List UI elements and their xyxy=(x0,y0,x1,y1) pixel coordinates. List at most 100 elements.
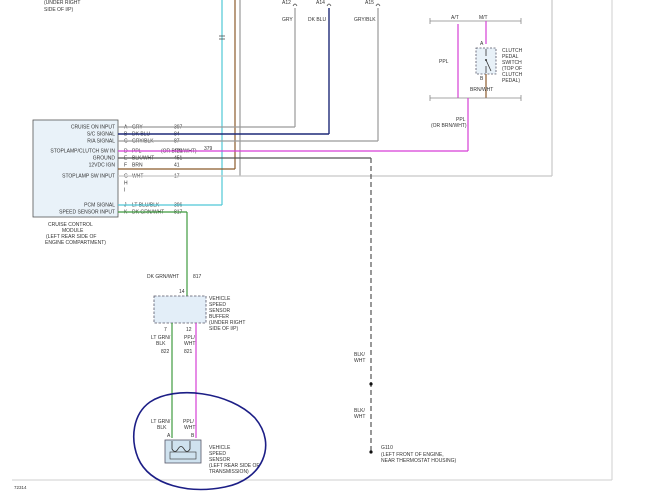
svg-text:SPEED: SPEED xyxy=(209,302,226,308)
module-pin-letter: G xyxy=(124,174,128,180)
clutch-wire-bottom-label: BRN/WHT xyxy=(470,87,493,93)
circuit-379-label: 379 xyxy=(204,146,213,152)
vss-coil-symbol xyxy=(171,441,191,452)
module-pin-name: GROUND xyxy=(93,156,116,162)
module-pin-name: CRUISE ON INPUT xyxy=(71,125,115,131)
module-pin-circuit: 87 xyxy=(174,139,180,145)
clutch-mt-label: M/T xyxy=(479,15,488,21)
svg-text:TRANSMISSION): TRANSMISSION) xyxy=(209,469,249,475)
ground-location-2: NEAR THERMOSTAT HOUSING) xyxy=(381,458,457,464)
vss-wire-b-2: WHT xyxy=(184,425,195,431)
svg-text:CLUTCH: CLUTCH xyxy=(502,48,523,54)
module-pin-wire-color: GRY/BLK xyxy=(132,139,154,145)
header-note-line1: (UNDER RIGHT xyxy=(44,0,80,6)
buffer-input-color: DK GRN/WHT xyxy=(147,274,179,280)
module-pin-name: 12VDC IGN xyxy=(89,163,116,169)
wire-dk-blu-label: DK BLU xyxy=(308,17,326,23)
clutch-at-label: A/T xyxy=(451,15,459,21)
ground-wire-label-2b: WHT xyxy=(354,414,365,420)
wire-break-symbol xyxy=(219,35,225,40)
module-pin-name: STOPLAMP SW INPUT xyxy=(62,174,115,180)
ground-wire-label-2a: BLK/ xyxy=(354,408,365,414)
cruise-module-caption: CRUISE CONTROL MODULE (LEFT REAR SIDE OF… xyxy=(45,222,106,246)
module-pin-name: PCM SIGNAL xyxy=(84,203,115,209)
module-pin-letter: C xyxy=(124,139,128,145)
module-pin-name: SPEED SENSOR INPUT xyxy=(59,210,115,216)
svg-text:(LEFT REAR SIDE OF: (LEFT REAR SIDE OF xyxy=(209,463,259,469)
vehicle-speed-sensor-buffer xyxy=(153,295,207,324)
buffer-circuit-b: 821 xyxy=(184,349,193,355)
header-note-line2: SIDE OF I/P) xyxy=(44,7,74,13)
module-pin-wire-color: PPL xyxy=(132,149,142,155)
svg-text:VEHICLE: VEHICLE xyxy=(209,445,231,451)
buffer-pin-12: 12 xyxy=(186,327,192,333)
svg-text:MODULE: MODULE xyxy=(62,228,84,234)
svg-text:SIDE OF I/P): SIDE OF I/P) xyxy=(209,326,239,332)
buffer-input-pin: 14 xyxy=(179,289,185,295)
module-pin-wire-color: GRY xyxy=(132,125,143,131)
vehicle-speed-sensor xyxy=(164,439,202,464)
clutch-out-wire-label-1: PPL xyxy=(456,117,466,123)
cruise-control-module xyxy=(32,119,119,218)
svg-text:SENSOR: SENSOR xyxy=(209,457,231,463)
clutch-switch-caption: CLUTCH PEDAL SWITCH (TOP OF CLUTCH PEDAL… xyxy=(502,48,523,84)
wire-gry-blk-label: GRY/BLK xyxy=(354,17,376,23)
connector-a15-symbol xyxy=(375,3,381,7)
module-pin-letter: D xyxy=(124,149,128,155)
svg-text:(TOP OF: (TOP OF xyxy=(502,66,522,72)
clutch-switch-blade xyxy=(485,59,492,72)
module-pin-letter: H xyxy=(124,181,128,187)
wire-gry-label: GRY xyxy=(282,17,293,23)
module-pin-letter: A xyxy=(124,125,128,131)
connector-a12-label: A12 xyxy=(282,0,291,6)
buffer-wire-b-1: PPL/ xyxy=(184,335,195,341)
module-pin-circuit: 41 xyxy=(174,163,180,169)
module-pin-name: STOPLAMP/CLUTCH SW IN xyxy=(50,149,115,155)
buffer-circuit-a: 822 xyxy=(161,349,170,355)
module-pin-wire-color: WHT xyxy=(132,174,143,180)
svg-text:(LEFT REAR SIDE OF: (LEFT REAR SIDE OF xyxy=(46,234,96,240)
module-pin-wire-color: DK GRN/WHT xyxy=(132,210,164,216)
module-pin-circuit: 397 xyxy=(174,125,183,131)
module-pin-name: R/A SIGNAL xyxy=(87,139,115,145)
clutch-switch-pivot xyxy=(485,59,487,61)
svg-text:CLUTCH: CLUTCH xyxy=(502,72,523,78)
svg-text:PEDAL: PEDAL xyxy=(502,54,519,60)
module-pin-circuit: 817 xyxy=(174,210,183,216)
vss-magnet-symbol xyxy=(169,451,197,460)
module-pin-alt-color: (OR BRN/WHT) xyxy=(161,149,197,155)
ground-name: G110 xyxy=(381,445,393,451)
ground-wire-label-1b: WHT xyxy=(354,358,365,364)
module-pin-wire-color: LT BLU/BLK xyxy=(132,203,160,209)
vss-wire-a-1: LT GRN/ xyxy=(151,419,171,425)
svg-text:PEDAL): PEDAL) xyxy=(502,78,520,84)
module-pin-circuit: 420 xyxy=(174,149,183,155)
ground-wire-label-1a: BLK/ xyxy=(354,352,365,358)
buffer-wire-a-2: BLK xyxy=(156,341,166,347)
svg-text:SPEED: SPEED xyxy=(209,451,226,457)
module-pin-circuit: 17 xyxy=(174,174,180,180)
svg-text:SENSOR: SENSOR xyxy=(209,308,231,314)
module-pin-circuit: 396 xyxy=(174,203,183,209)
svg-text:VEHICLE: VEHICLE xyxy=(209,296,231,302)
clutch-out-wire-label-2: (OR BRN/WHT) xyxy=(431,123,467,129)
vss-pin-b: B xyxy=(191,433,195,439)
connector-a15-label: A15 xyxy=(365,0,374,6)
clutch-wire-left-label: PPL xyxy=(439,59,449,65)
module-pin-circuit: 451 xyxy=(174,156,183,162)
buffer-wire-b-2: WHT xyxy=(184,341,195,347)
module-pin-wire-color: BLK/WHT xyxy=(132,156,154,162)
svg-text:(UNDER RIGHT: (UNDER RIGHT xyxy=(209,320,245,326)
buffer-caption: VEHICLE SPEED SENSOR BUFFER (UNDER RIGHT… xyxy=(209,296,245,332)
vss-caption: VEHICLE SPEED SENSOR (LEFT REAR SIDE OF … xyxy=(209,445,259,475)
module-pin-letter: K xyxy=(124,210,128,216)
module-pin-letter: J xyxy=(124,203,127,209)
connector-a14-label: A14 xyxy=(316,0,325,6)
svg-text:CRUISE CONTROL: CRUISE CONTROL xyxy=(48,222,93,228)
ground-location-1: (LEFT FRONT OF ENGINE, xyxy=(381,452,444,458)
figure-id: 72314 xyxy=(14,485,27,490)
clutch-pin-b: B xyxy=(480,76,484,82)
module-pin-wire-color: BRN xyxy=(132,163,143,169)
